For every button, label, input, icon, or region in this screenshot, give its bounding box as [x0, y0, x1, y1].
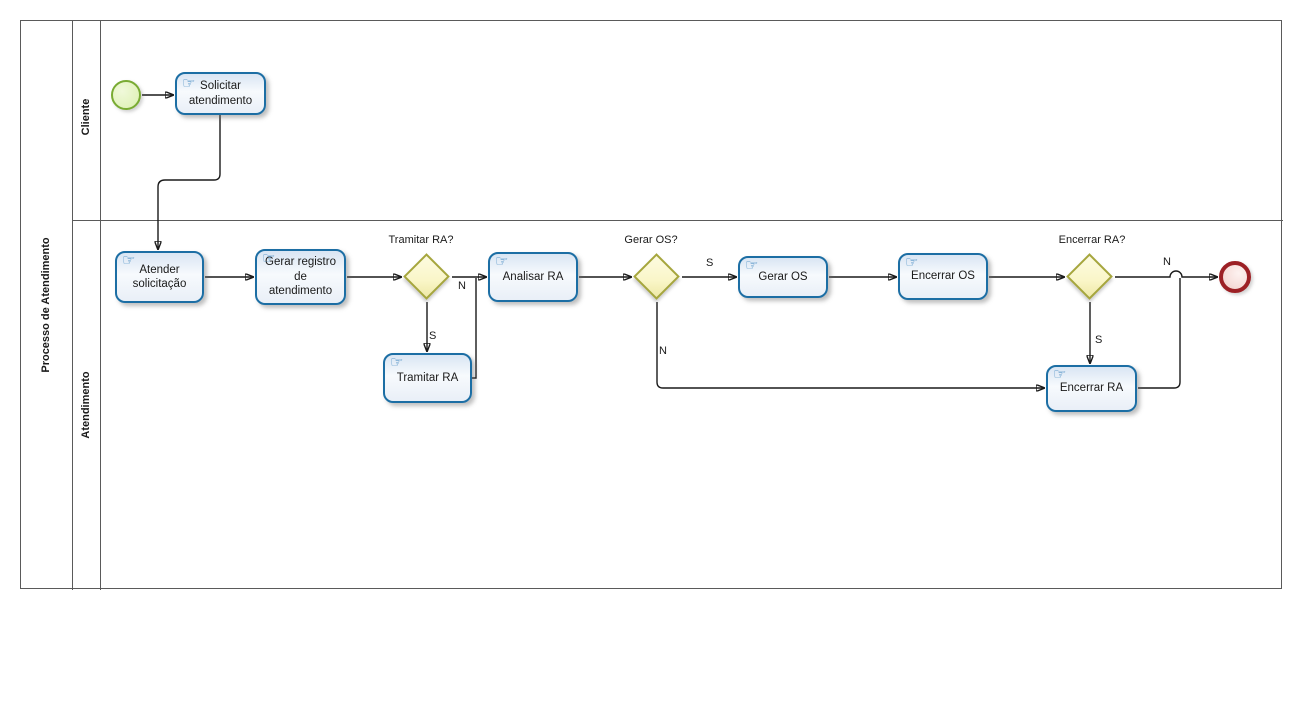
task-label: Encerrar RA: [1059, 382, 1124, 395]
start-event[interactable]: [111, 80, 141, 110]
gateway-label-tramitar-ra: Tramitar RA?: [388, 234, 454, 246]
edge-label-gerar-os-n: N: [659, 345, 667, 357]
task-label: Gerar registro de atendimento: [265, 256, 336, 298]
task-label: Tramitar RA: [396, 371, 459, 384]
task-label: Atender solicitação: [132, 263, 187, 290]
task-atender-solicitacao[interactable]: ☞ Atender solicitação: [115, 251, 204, 303]
flow-gateway-gerar-os-n-to-encerrar-ra[interactable]: [656, 302, 1044, 388]
task-label: Gerar OS: [758, 270, 808, 283]
flow-gateway-encerrar-ra-n-to-end[interactable]: [1115, 270, 1217, 277]
edge-label-gerar-os-s: S: [706, 257, 714, 269]
task-tramitar-ra[interactable]: ☞ Tramitar RA: [383, 353, 472, 403]
gateway-label-encerrar-ra: Encerrar RA?: [1058, 234, 1126, 246]
manual-task-icon: ☞: [745, 257, 759, 274]
edge-label-encerrar-ra-s: S: [1095, 334, 1103, 346]
task-label: Solicitar atendimento: [188, 80, 253, 107]
manual-task-icon: ☞: [122, 252, 136, 269]
manual-task-icon: ☞: [1053, 366, 1067, 383]
task-gerar-registro-de-atendimento[interactable]: ☞ Gerar registro de atendimento: [255, 249, 346, 305]
task-label: Analisar RA: [502, 270, 564, 283]
flow-encerrar-ra-to-end[interactable]: [1138, 278, 1181, 389]
lane-divider: [72, 220, 1283, 221]
pool-processo-de-atendimento[interactable]: [20, 20, 1282, 589]
edge-label-tramitar-n: N: [458, 280, 466, 292]
task-encerrar-ra[interactable]: ☞ Encerrar RA: [1046, 365, 1137, 412]
task-gerar-os[interactable]: ☞ Gerar OS: [738, 256, 828, 298]
pool-label-separator: [72, 20, 73, 590]
task-analisar-ra[interactable]: ☞ Analisar RA: [488, 252, 578, 302]
flow-solicitar-to-atender[interactable]: [158, 115, 221, 249]
edge-label-tramitar-s: S: [429, 330, 437, 342]
manual-task-icon: ☞: [390, 354, 404, 371]
task-label: Encerrar OS: [911, 270, 975, 283]
flow-tramitar-to-analisar[interactable]: [472, 278, 477, 379]
manual-task-icon: ☞: [495, 253, 509, 270]
manual-task-icon: ☞: [182, 75, 196, 92]
end-event[interactable]: [1219, 261, 1251, 293]
manual-task-icon: ☞: [905, 254, 919, 271]
manual-task-icon: ☞: [262, 250, 276, 267]
edge-label-encerrar-ra-n: N: [1163, 256, 1171, 268]
lane-label-separator: [100, 20, 101, 590]
task-encerrar-os[interactable]: ☞ Encerrar OS: [898, 253, 988, 300]
task-solicitar-atendimento[interactable]: ☞ Solicitar atendimento: [175, 72, 266, 115]
gateway-label-gerar-os: Gerar OS?: [624, 234, 678, 246]
